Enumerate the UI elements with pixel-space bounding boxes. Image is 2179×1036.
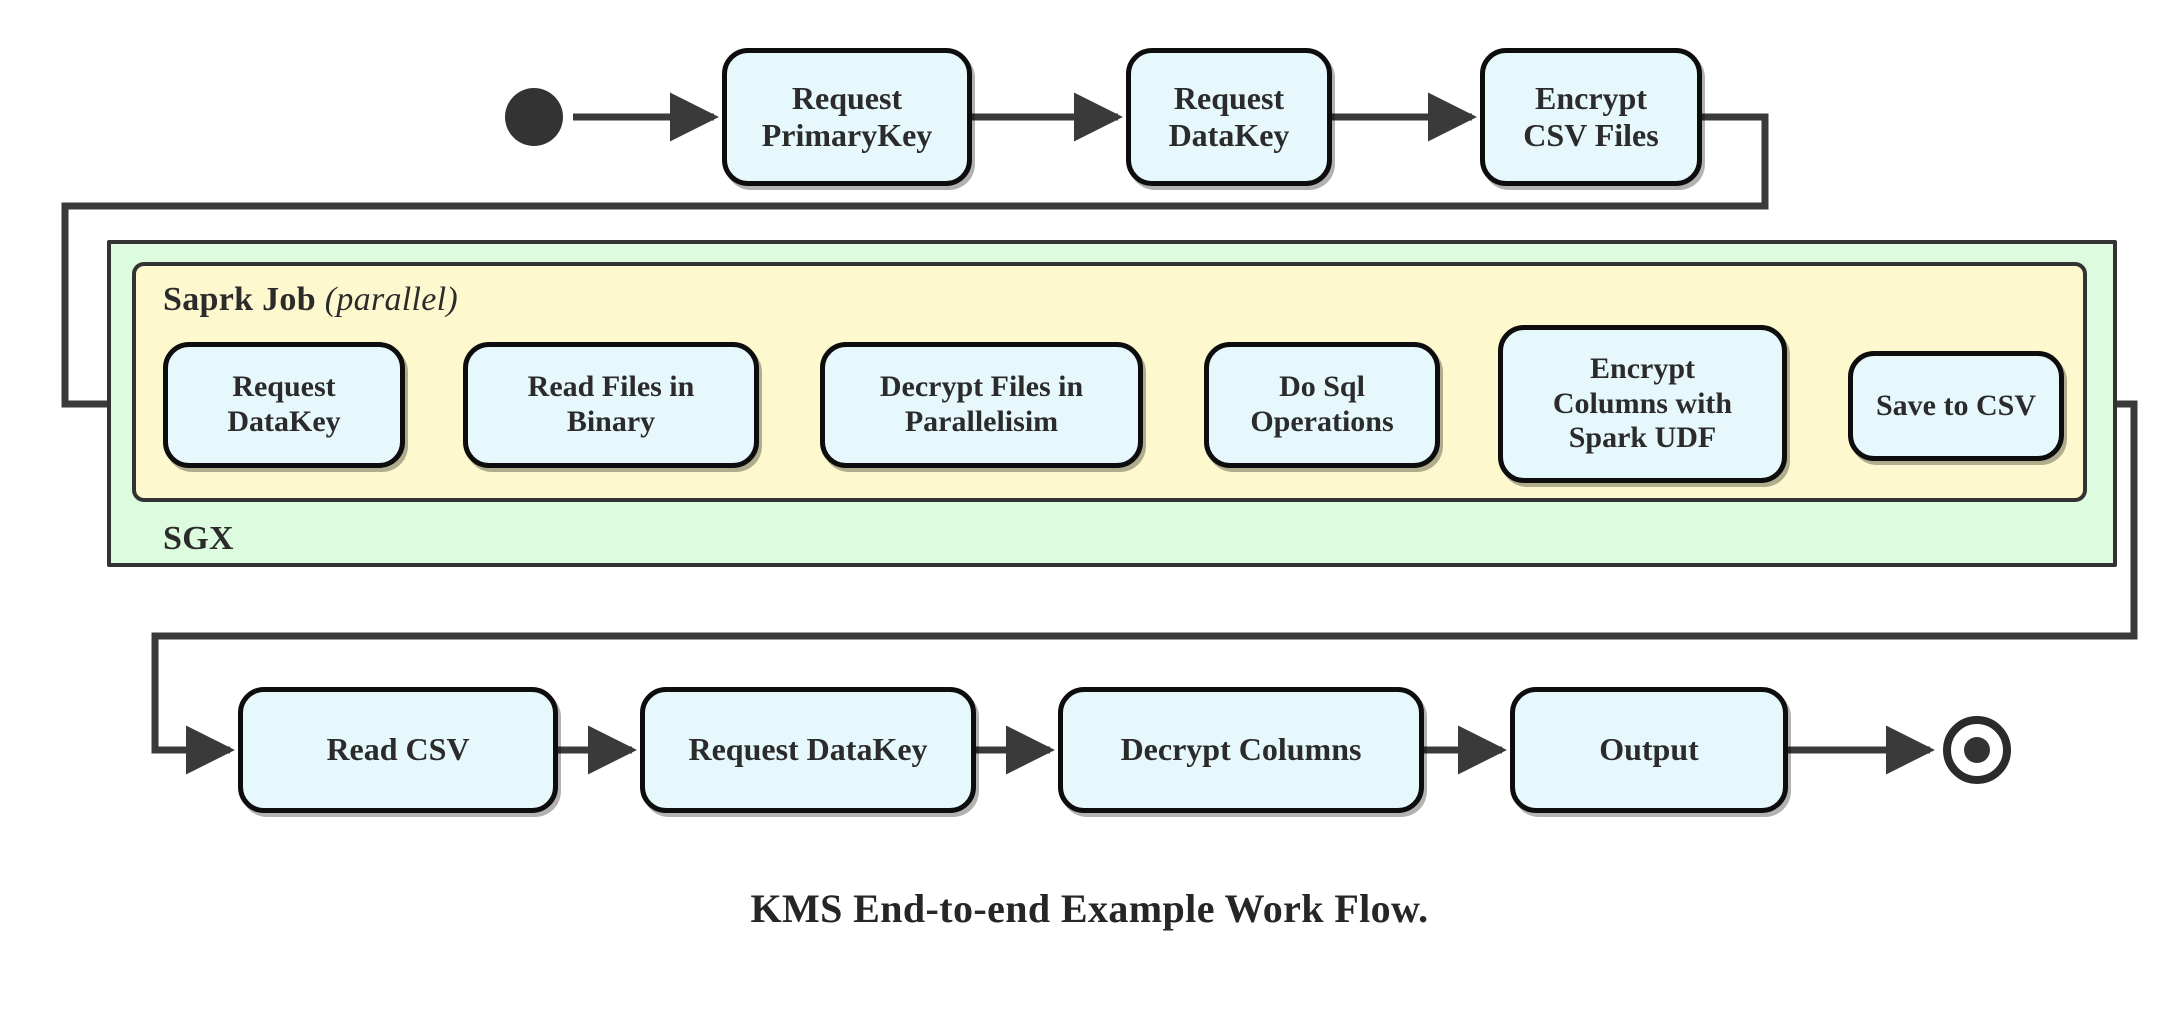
node-line-1: Request	[1173, 79, 1285, 116]
container-sgx-label-text: SGX	[163, 520, 234, 557]
node-request-datakey-spark[interactable]: Request DataKey	[163, 342, 405, 468]
start-node	[505, 88, 563, 146]
node-encrypt-columns-with-spark-udf[interactable]: Encrypt Columns with Spark UDF	[1498, 325, 1787, 483]
node-request-datakey-bottom[interactable]: Request DataKey	[640, 687, 976, 813]
node-request-datakey-top[interactable]: Request DataKey	[1126, 48, 1332, 186]
node-line-1: Request	[232, 370, 336, 404]
node-save-to-csv[interactable]: Save to CSV	[1848, 351, 2064, 461]
diagram-caption-text: KMS End-to-end Example Work Flow.	[750, 886, 1429, 931]
node-line-1: Request DataKey	[688, 731, 928, 768]
node-line-2: Binary	[566, 405, 656, 438]
node-line-2: Operations	[1250, 405, 1394, 438]
node-do-sql-operations[interactable]: Do Sql Operations	[1204, 342, 1440, 468]
diagram-caption: KMS End-to-end Example Work Flow.	[0, 885, 2179, 932]
node-line-2: CSV Files	[1523, 117, 1659, 153]
node-line-1: Encrypt	[1590, 351, 1695, 385]
node-line-2: PrimaryKey	[761, 117, 933, 153]
node-line-1: Output	[1599, 731, 1699, 768]
node-line-3: Spark UDF	[1568, 421, 1717, 455]
node-output[interactable]: Output	[1510, 687, 1788, 813]
container-spark-job-label-bold: Saprk Job	[163, 281, 316, 318]
node-decrypt-columns[interactable]: Decrypt Columns	[1058, 687, 1424, 813]
node-line-1: Read CSV	[326, 731, 470, 768]
end-node	[1943, 716, 2011, 784]
node-encrypt-csv-files[interactable]: Encrypt CSV Files	[1480, 48, 1702, 186]
node-line-1: Decrypt Columns	[1120, 731, 1362, 768]
container-spark-job-label: Saprk Job (parallel)	[163, 281, 458, 319]
node-line-2: Columns with	[1552, 386, 1733, 420]
container-sgx-label: SGX	[163, 520, 234, 558]
edge-encrypt-csv-to-spark-datakey	[61, 113, 1769, 429]
node-line-1: Decrypt Files in	[879, 370, 1084, 404]
node-read-files-in-binary[interactable]: Read Files in Binary	[463, 342, 759, 468]
end-node-inner-dot	[1964, 737, 1990, 763]
node-line-1: Save to CSV	[1875, 388, 2036, 422]
node-decrypt-files-in-parallelisim[interactable]: Decrypt Files in Parallelisim	[820, 342, 1143, 468]
edge-save-csv-to-read-csv	[151, 400, 2138, 775]
node-line-2: Parallelisim	[904, 405, 1059, 438]
container-spark-job-label-italic: (parallel)	[324, 281, 459, 318]
node-line-1: Encrypt	[1535, 79, 1647, 116]
node-line-1: Do Sql	[1279, 370, 1365, 404]
node-line-2: DataKey	[1168, 117, 1290, 153]
node-line-1: Read Files in	[527, 370, 695, 404]
node-line-1: Request	[791, 79, 903, 116]
node-read-csv[interactable]: Read CSV	[238, 687, 558, 813]
node-request-primarykey[interactable]: Request PrimaryKey	[722, 48, 972, 186]
node-line-2: DataKey	[227, 405, 341, 438]
